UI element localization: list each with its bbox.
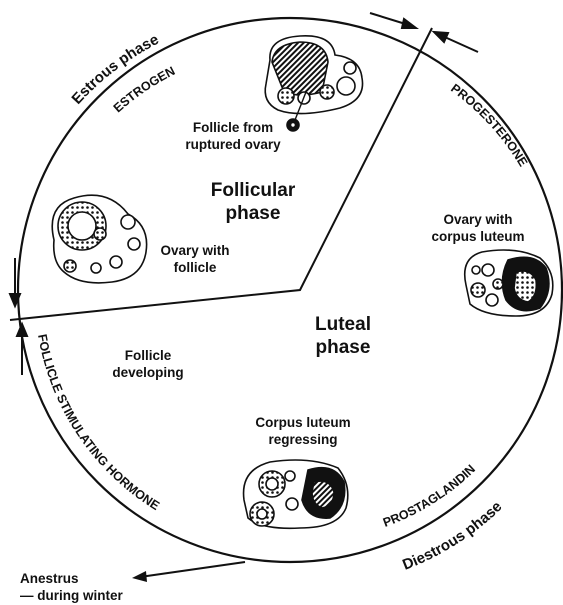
anestrus-arrow	[132, 561, 246, 582]
ovary-corpus-label-line2: corpus luteum	[431, 229, 524, 244]
ovary-corpus-luteum-icon	[463, 249, 554, 317]
corpus-regressing-label-line2: regressing	[268, 432, 337, 447]
luteal-phase-title: Luteal	[315, 314, 371, 335]
follicle-ruptured-label: Follicle from	[193, 120, 273, 135]
follicle-developing-label: Follicle	[125, 348, 172, 363]
estrous-phase-label: Estrous phase	[68, 31, 161, 108]
follicular-phase-title: Follicular	[211, 180, 296, 201]
follicle-ruptured-label-line2: ruptured ovary	[185, 137, 281, 152]
estrogen-label: ESTROGEN	[111, 64, 178, 115]
cycle-circle	[16, 16, 563, 564]
corpus-regressing-label: Corpus luteum	[255, 415, 350, 430]
ovary-follicle-label-line2: follicle	[174, 260, 217, 275]
luteal-phase-title-line2: phase	[316, 337, 371, 358]
ovary-regressing-icon	[242, 459, 349, 530]
phase-divider	[9, 27, 433, 321]
follicle-developing-label-line2: developing	[112, 365, 183, 380]
cycle-arrow-icon	[369, 12, 479, 53]
cycle-arrow-icon	[8, 258, 29, 375]
progesterone-label: PROGESTERONE	[448, 81, 530, 169]
ovary-follicle-label: Ovary with	[160, 243, 229, 258]
follicular-phase-title-line2: phase	[226, 203, 281, 224]
ovary-follicle-icon	[51, 194, 148, 284]
prostaglandin-label: PROSTAGLANDIN	[381, 462, 478, 530]
anestrus-label-line2: — during winter	[20, 588, 123, 603]
anestrus-label: Anestrus	[20, 571, 79, 586]
ovary-corpus-label: Ovary with	[443, 212, 512, 227]
ovary-ruptured-icon	[264, 35, 364, 132]
